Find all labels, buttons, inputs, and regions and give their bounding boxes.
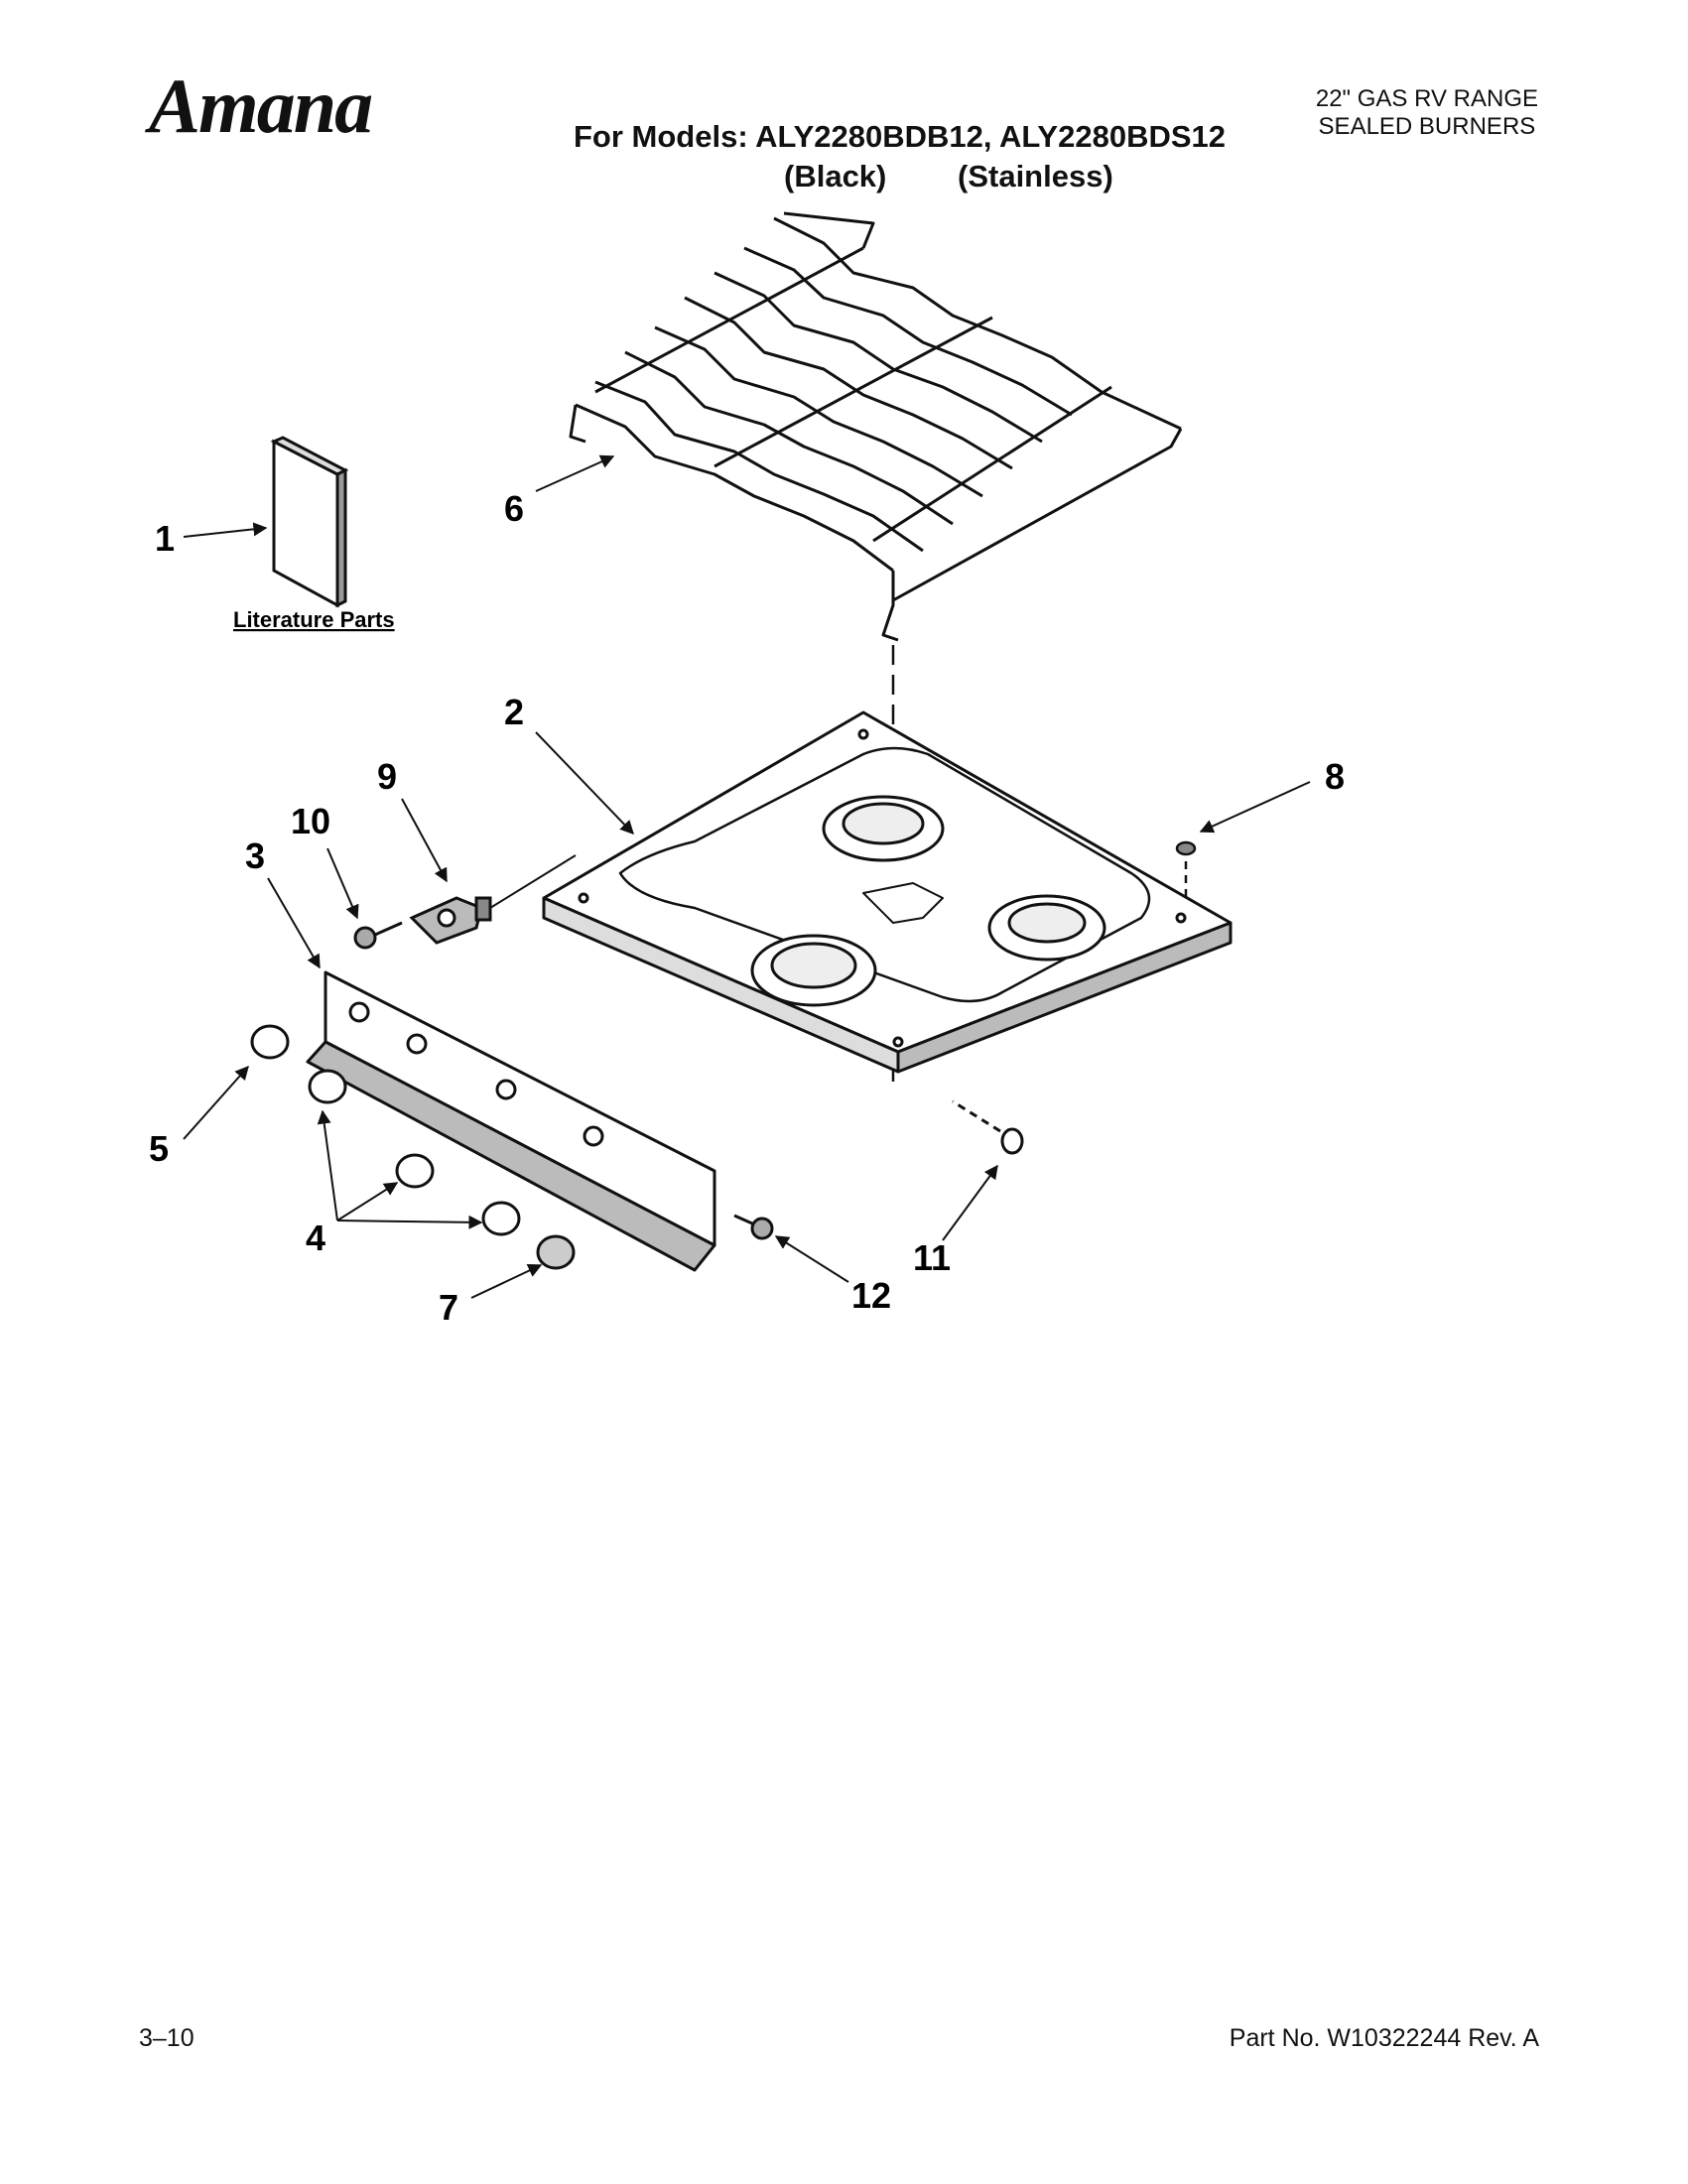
leader-10 [326,847,359,920]
leader-3 [267,877,321,969]
callout-4: 4 [306,1218,325,1258]
control-knobs [250,1024,576,1270]
burner-grate [569,211,1183,642]
callout-10: 10 [291,801,330,841]
leader-12 [774,1235,849,1283]
date-code: 3–10 [139,2024,195,2052]
callout-6: 6 [504,488,524,529]
leader-9 [401,798,448,883]
leader-1 [183,522,268,538]
variant-stainless: (Stainless) [958,159,1113,193]
leader-4c [336,1215,483,1229]
part-number: Part No. W10322244 Rev. A [1229,2024,1539,2052]
leader-11 [942,1164,998,1241]
panel-screw [733,1214,774,1240]
control-panel [306,970,716,1272]
leader-7 [470,1264,543,1299]
leader-2 [535,731,634,835]
callout-3: 3 [245,835,265,876]
callout-2: 2 [504,692,524,732]
mounting-screw [353,921,403,950]
callout-5: 5 [149,1128,169,1169]
grommet-part [1175,840,1197,898]
amana-logo: Amana [149,63,373,149]
leader-4b [336,1182,399,1221]
literature-booklet [270,436,349,608]
leader-4a [317,1109,338,1221]
callout-7: 7 [439,1287,458,1328]
cooktop [542,710,1233,1074]
variant-black: (Black) [784,159,887,193]
product-line-2: SEALED BURNERS [1318,113,1536,140]
leader-5 [183,1065,249,1140]
models-title: For Models: ALY2280BDB12, ALY2280BDS12 [574,119,1227,154]
gas-valve [409,854,577,945]
callout-1: 1 [155,518,175,559]
product-line-1: 22" GAS RV RANGE [1315,85,1538,112]
product-description: 22" GAS RV RANGE SEALED BURNERS [1316,85,1538,141]
callout-9: 9 [377,756,397,797]
leader-8 [1199,781,1311,834]
leader-6 [535,454,615,492]
callout-8: 8 [1325,756,1345,797]
literature-parts-label: Literature Parts [233,607,395,632]
callout-11: 11 [913,1237,951,1278]
callout-12: 12 [851,1275,891,1316]
leveling-foot [952,1099,1024,1155]
